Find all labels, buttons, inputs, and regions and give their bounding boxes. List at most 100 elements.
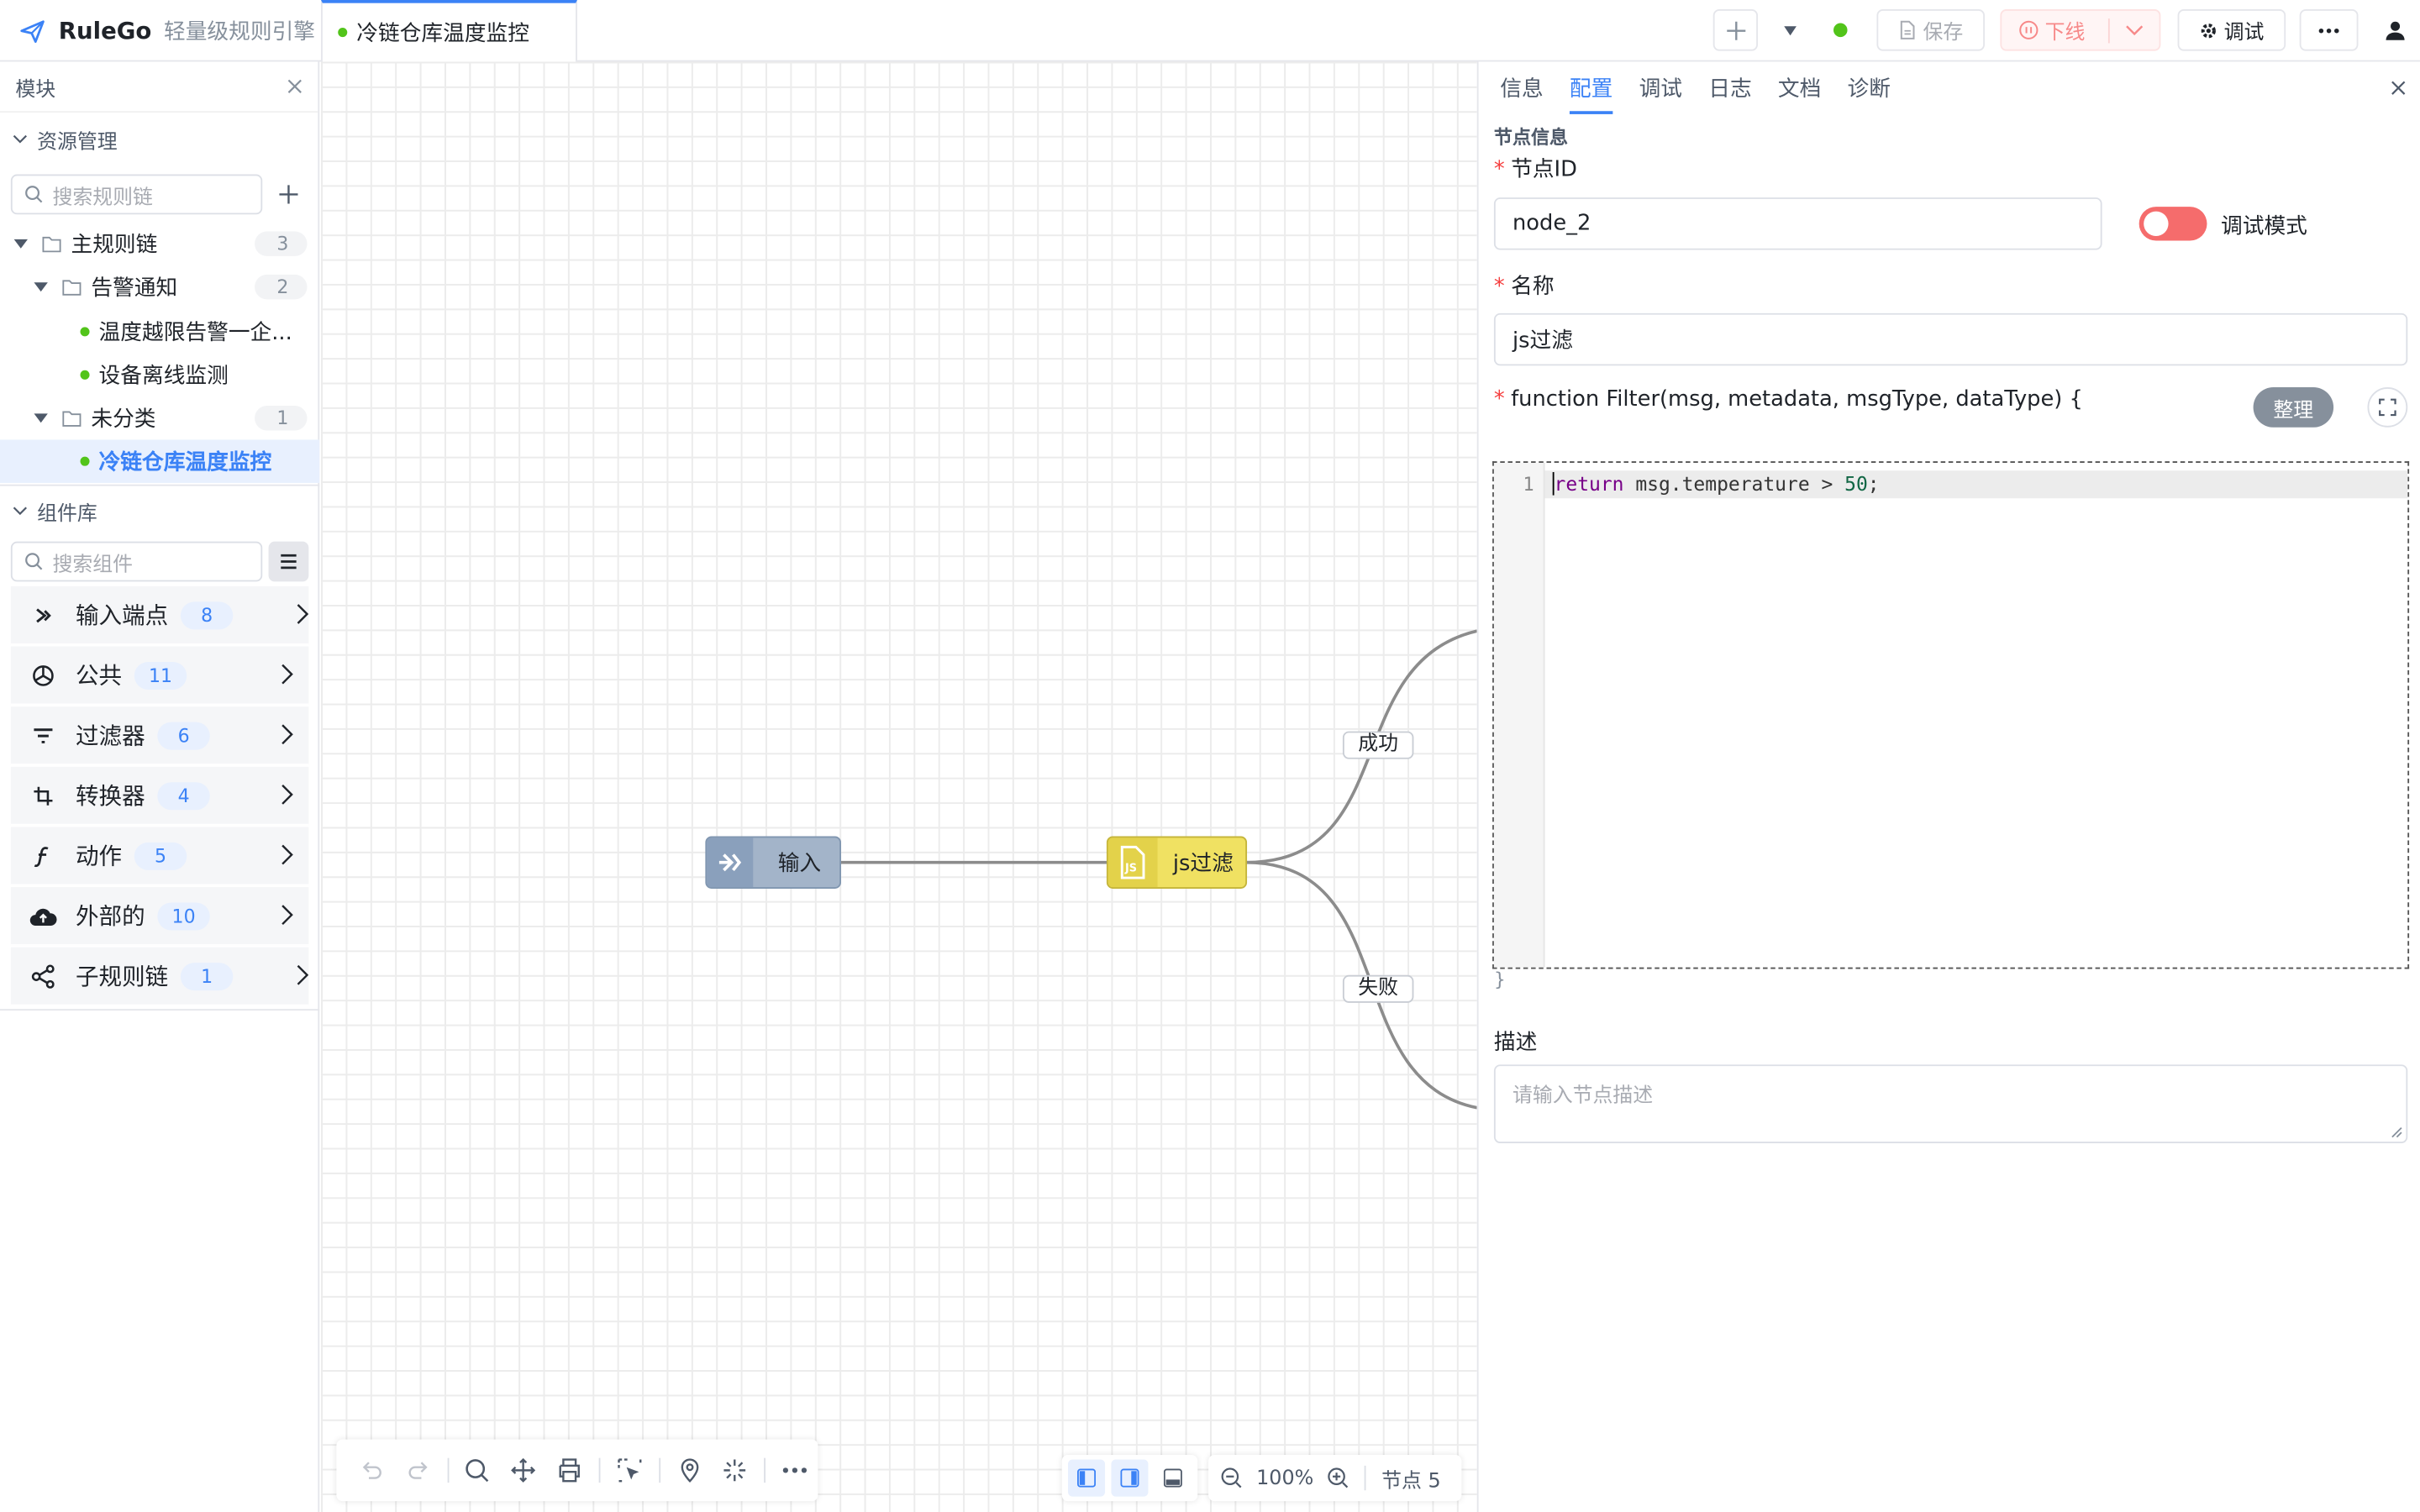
node-icon-area [707, 837, 754, 888]
debug-mode-label: 调试模式 [2221, 214, 2307, 239]
add-chain-icon[interactable] [278, 184, 300, 206]
app-name: RuleGo [58, 17, 152, 45]
caret-down-icon [1784, 25, 1797, 35]
split-divider [2107, 18, 2110, 44]
search-chains-input[interactable]: 搜索规则链 [10, 174, 263, 215]
toggle-left-panel-button[interactable] [1067, 1459, 1106, 1497]
more-icon [783, 1467, 808, 1473]
locate-button[interactable] [666, 1447, 713, 1494]
resize-handle-icon[interactable] [2391, 1126, 2403, 1139]
description-textarea[interactable]: 请输入节点描述 [1493, 1064, 2408, 1143]
node-icon-area: JS [1107, 837, 1158, 888]
node-id-input[interactable]: node_2 [1493, 197, 2102, 250]
chevron-right-icon [281, 785, 293, 805]
chevron-right-icon [281, 724, 293, 745]
edge-failure [1245, 860, 1477, 1110]
code-editor[interactable]: 1 return msg.temperature > 50; [1492, 461, 2410, 969]
tree-item-temperature-alarm[interactable]: 温度越限告警一企... [0, 310, 319, 353]
tab-logs[interactable]: 日志 [1708, 76, 1752, 102]
search-chains-placeholder: 搜索规则链 [52, 186, 153, 209]
code-keyword: return [1552, 472, 1624, 496]
caret-down-icon [13, 238, 29, 248]
zoom-in-icon[interactable] [1328, 1467, 1349, 1489]
zoom-out-icon[interactable] [1221, 1467, 1243, 1489]
code-line[interactable]: return msg.temperature > 50; [1544, 470, 2408, 499]
search-nodes-button[interactable] [455, 1447, 501, 1494]
close-icon[interactable] [287, 79, 302, 94]
edge-label-failure[interactable]: 失败 [1342, 974, 1414, 1003]
component-label: 转换器 [75, 782, 145, 811]
tab-docs[interactable]: 文档 [1777, 76, 1822, 102]
component-category-common[interactable]: 公共 11 [10, 646, 309, 706]
component-list-toggle[interactable] [268, 541, 309, 582]
tab-rule-chain[interactable]: 冷链仓库温度监控 [321, 0, 577, 62]
user-button[interactable] [2381, 9, 2409, 51]
count-badge: 6 [157, 721, 210, 749]
caret-down-icon [34, 412, 48, 423]
node-input[interactable]: 输入 [705, 836, 842, 889]
redo-button[interactable] [395, 1447, 441, 1494]
toggle-bottom-panel-button[interactable] [1155, 1460, 1192, 1497]
file-icon [1900, 20, 1915, 39]
save-button[interactable]: 保存 [1876, 9, 1985, 51]
undo-icon [362, 1462, 381, 1479]
toggle-right-panel-button[interactable] [1111, 1459, 1149, 1497]
print-icon [559, 1458, 580, 1483]
edge-label-success[interactable]: 成功 [1342, 731, 1414, 759]
tree-item-device-offline[interactable]: 设备离线监测 [0, 354, 319, 396]
zoom-controls: 100% 节点 5 [1208, 1455, 1462, 1502]
component-category-action[interactable]: 动作 5 [10, 827, 309, 886]
component-category-subchain[interactable]: 子规则链 1 [10, 947, 309, 1006]
components-section-header[interactable]: 组件库 [0, 485, 319, 537]
offline-button[interactable]: 下线 [2000, 9, 2161, 51]
divider [0, 1009, 320, 1011]
select-button[interactable] [607, 1447, 653, 1494]
pause-circle-icon [2019, 20, 2039, 39]
component-category-filter[interactable]: 过滤器 6 [10, 706, 309, 766]
close-icon[interactable] [2391, 81, 2406, 96]
node-id-label: *节点ID [1493, 157, 1577, 182]
flow-canvas[interactable]: 输入 JS js过滤 成功 失败 [321, 61, 1477, 1512]
tree-folder-main[interactable]: 主规则链 3 [0, 222, 319, 265]
tree-folder-uncategorized[interactable]: 未分类 1 [0, 396, 319, 439]
save-label: 保存 [1923, 21, 1964, 45]
gear-icon [2201, 23, 2216, 38]
transform-icon [34, 785, 53, 805]
tree-folder-alarm[interactable]: 告警通知 2 [0, 265, 319, 308]
tab-debug[interactable]: 调试 [1639, 76, 1683, 102]
input-endpoint-icon [36, 607, 51, 622]
component-category-transform[interactable]: 转换器 4 [10, 766, 309, 826]
tab-dropdown-button[interactable] [1775, 9, 1806, 51]
component-category-external[interactable]: 外部的 10 [10, 887, 309, 946]
tree-label: 设备离线监测 [98, 364, 229, 389]
component-label: 动作 [75, 842, 123, 870]
debug-label: 调试 [2223, 21, 2265, 45]
tab-config[interactable]: 配置 [1569, 74, 1613, 114]
add-tab-button[interactable] [1712, 9, 1759, 51]
component-category-input[interactable]: 输入端点 8 [10, 585, 309, 645]
share-icon [31, 963, 55, 988]
debug-button[interactable]: 调试 [2177, 9, 2286, 51]
tree-item-active-chain[interactable]: 冷链仓库温度监控 [0, 439, 320, 483]
undo-button[interactable] [349, 1447, 395, 1494]
format-button[interactable]: 整理 [2253, 387, 2334, 428]
code-end: ; [1867, 472, 1880, 496]
fullscreen-button[interactable] [2367, 387, 2408, 428]
debug-mode-toggle[interactable] [2139, 207, 2207, 241]
search-icon [466, 1459, 490, 1483]
chevron-down-icon[interactable] [2125, 24, 2144, 37]
auto-layout-button[interactable] [713, 1447, 759, 1494]
function-icon [34, 846, 49, 867]
pan-button[interactable] [501, 1447, 547, 1494]
more-tools-button[interactable] [772, 1447, 818, 1494]
filter-icon [34, 727, 53, 743]
count-badge: 1 [255, 406, 308, 431]
more-button[interactable] [2299, 9, 2359, 51]
node-js-filter[interactable]: JS js过滤 [1106, 836, 1248, 889]
tab-diagnose[interactable]: 诊断 [1847, 76, 1891, 102]
resources-section-header[interactable]: 资源管理 [0, 113, 319, 165]
print-button[interactable] [546, 1447, 592, 1494]
tab-info[interactable]: 信息 [1500, 76, 1544, 102]
search-components-input[interactable]: 搜索组件 [10, 541, 263, 582]
name-input[interactable]: js过滤 [1493, 312, 2408, 366]
